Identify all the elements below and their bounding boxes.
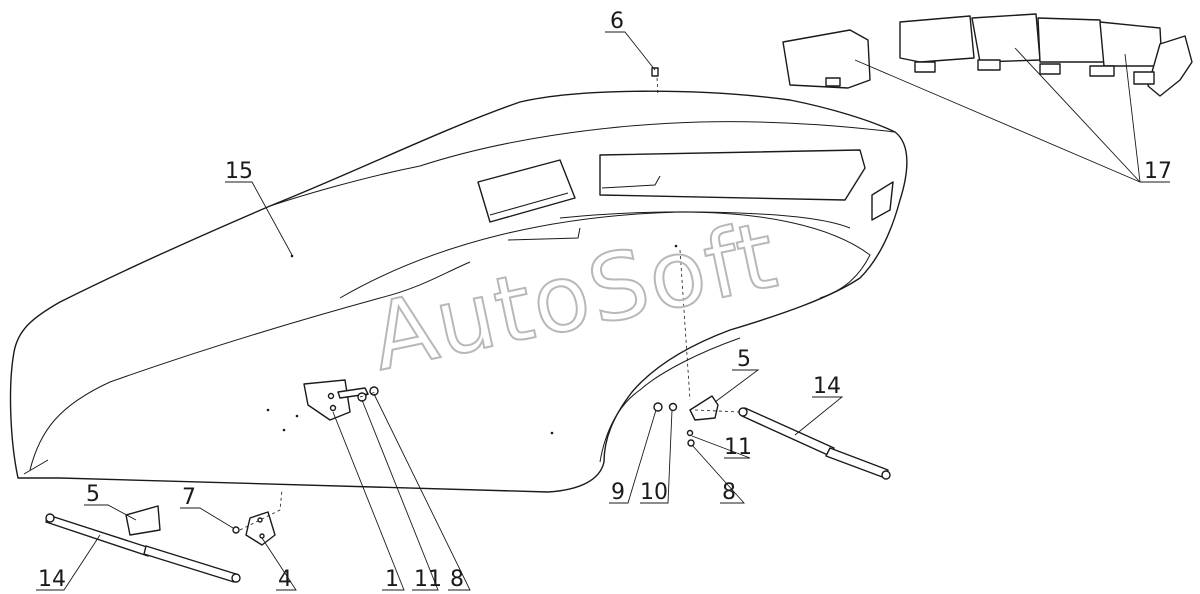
gas-strut-left [45, 513, 241, 583]
bolt-top [651, 67, 659, 77]
callout-8-left: 8 [450, 567, 464, 592]
callout-11-right: 11 [724, 435, 752, 460]
gas-strut-right [738, 407, 891, 480]
cover-panel [9, 90, 908, 493]
callout-11-left: 11 [414, 567, 442, 592]
callout-8-right: 8 [722, 480, 736, 505]
bracket-lower-left [125, 505, 276, 546]
callout-15: 15 [225, 159, 253, 184]
leader-lines [36, 31, 1170, 591]
hinge-right [653, 395, 719, 447]
callout-7: 7 [182, 485, 196, 510]
callout-14-right: 14 [813, 374, 841, 399]
callout-17: 17 [1144, 159, 1172, 184]
callout-5-right: 5 [737, 347, 751, 372]
hinge-left [303, 379, 379, 421]
callout-1: 1 [385, 567, 399, 592]
callout-9: 9 [611, 480, 625, 505]
callout-14-left: 14 [38, 567, 66, 592]
callout-5-left: 5 [86, 482, 100, 507]
seal-strips [782, 13, 1193, 97]
callout-4: 4 [278, 567, 292, 592]
callout-labels: 6 15 17 5 14 11 8 9 10 5 7 14 4 1 11 8 [38, 9, 1172, 592]
callout-6: 6 [610, 9, 624, 34]
callout-10: 10 [640, 480, 668, 505]
assembly-lines [239, 77, 741, 531]
